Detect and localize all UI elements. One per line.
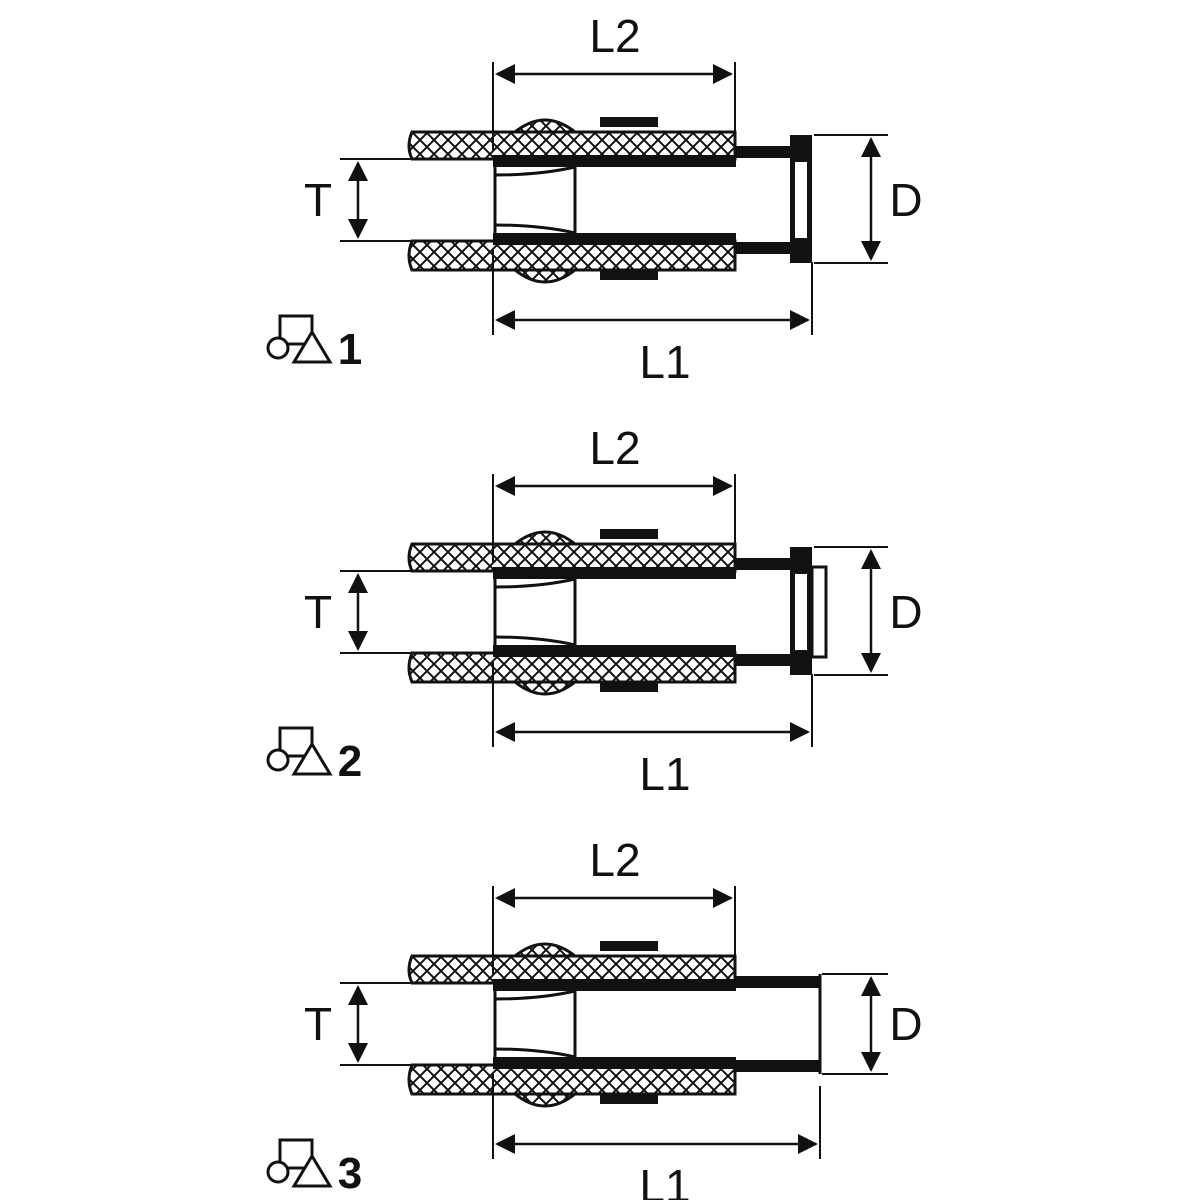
- ferrule-top: [600, 941, 658, 951]
- nipple-bottom-wall: [493, 645, 736, 657]
- tube-top-wall: [735, 976, 820, 988]
- flange-bore: [795, 162, 807, 238]
- label-l2: L2: [589, 834, 640, 886]
- nipple-barb: [494, 165, 577, 235]
- triangle-shape: [291, 1153, 333, 1188]
- label-l1: L1: [639, 748, 690, 800]
- nipple-barb: [494, 577, 577, 647]
- crimp-bulge-bottom: [510, 680, 580, 696]
- figure-number: 3: [338, 1149, 362, 1198]
- triangle-shape: [291, 329, 333, 364]
- nipple-bottom-wall: [493, 233, 736, 245]
- tube-bottom-wall: [735, 1060, 820, 1072]
- nipple-bottom-wall: [493, 1057, 736, 1069]
- circle-shape: [266, 336, 290, 360]
- flange-bore: [795, 574, 807, 650]
- tail-top-wall: [735, 146, 790, 158]
- crimp-bulge-top: [510, 118, 580, 134]
- label-l1: L1: [639, 336, 690, 388]
- label-t: T: [304, 174, 332, 226]
- triangle-shape: [291, 741, 333, 776]
- circle-shape: [266, 748, 290, 772]
- ferrule-bottom: [600, 682, 658, 692]
- label-d: D: [889, 998, 922, 1050]
- ferrule-top: [600, 117, 658, 127]
- label-d: D: [889, 174, 922, 226]
- crimp-bulge-bottom: [510, 1092, 580, 1108]
- tail-top-wall: [735, 558, 790, 570]
- label-t: T: [304, 998, 332, 1050]
- flange-nose: [810, 565, 828, 659]
- circle-square-triangle-symbol-icon: [266, 1138, 333, 1188]
- circle-square-triangle-symbol-icon: [266, 726, 333, 776]
- ferrule-bottom: [600, 270, 658, 280]
- label-d: D: [889, 586, 922, 638]
- tail-bottom-wall: [735, 242, 790, 254]
- hose-top-wall: [407, 542, 737, 573]
- label-l2: L2: [589, 422, 640, 474]
- crimp-bulge-bottom: [510, 268, 580, 284]
- ferrule-top: [600, 529, 658, 539]
- label-l1: L1: [639, 1160, 690, 1200]
- nipple-top-wall: [493, 567, 736, 579]
- ferrule-bottom: [600, 1094, 658, 1104]
- hose-bottom-wall: [407, 1063, 737, 1096]
- crimp-bulge-top: [510, 942, 580, 958]
- crimp-bulge-top: [510, 530, 580, 546]
- label-t: T: [304, 586, 332, 638]
- hose-bottom-wall: [407, 239, 737, 272]
- figure-number: 1: [338, 325, 362, 374]
- hose-bottom-wall: [407, 651, 737, 684]
- tail-bottom-wall: [735, 654, 790, 666]
- nipple-top-wall: [493, 155, 736, 167]
- hose-top-wall: [407, 130, 737, 161]
- nipple-top-wall: [493, 979, 736, 991]
- nipple-barb: [494, 989, 577, 1059]
- figure-number: 2: [338, 737, 362, 786]
- label-l2: L2: [589, 10, 640, 62]
- hose-top-wall: [407, 954, 737, 985]
- circle-shape: [266, 1160, 290, 1184]
- circle-square-triangle-symbol-icon: [266, 314, 333, 364]
